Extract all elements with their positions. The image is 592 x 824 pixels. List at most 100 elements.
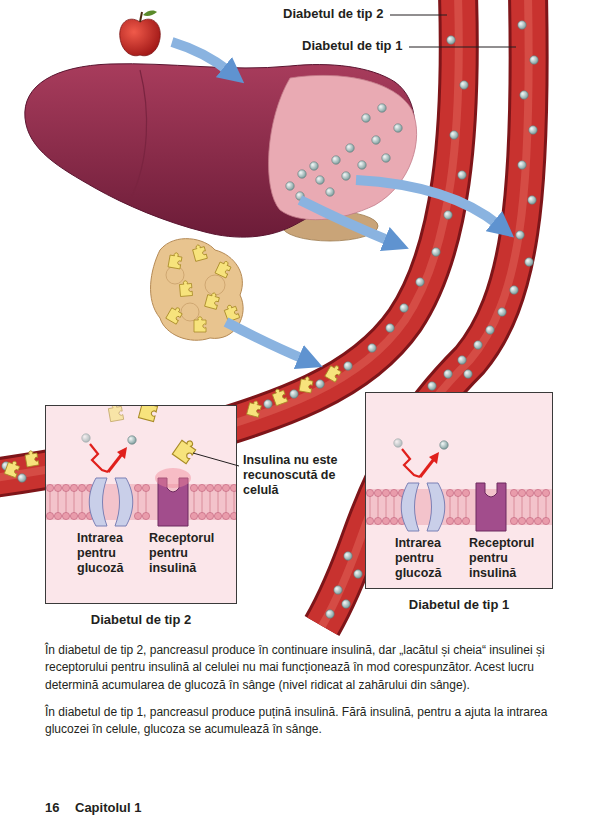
page-number: 16 bbox=[45, 800, 59, 816]
lipid-head bbox=[230, 512, 237, 519]
glucose-dot bbox=[394, 439, 402, 447]
lipid-head bbox=[198, 512, 205, 519]
blood-insulin bbox=[24, 450, 38, 467]
lipid-head bbox=[214, 512, 221, 519]
lipid-tail bbox=[82, 491, 83, 513]
liver-glucose bbox=[362, 114, 370, 122]
lipid-head bbox=[222, 484, 229, 491]
lipid-head bbox=[454, 489, 461, 496]
liver-glucose bbox=[358, 161, 366, 169]
blood-glucose bbox=[528, 196, 536, 204]
lipid-head bbox=[382, 489, 389, 496]
apple bbox=[120, 10, 161, 55]
blood-glucose bbox=[464, 370, 472, 378]
lipid-head bbox=[390, 489, 397, 496]
apple bbox=[120, 19, 161, 56]
lipid-head bbox=[526, 517, 533, 524]
lipid-head bbox=[54, 484, 61, 491]
blocked-path bbox=[429, 452, 439, 464]
insulin-piece bbox=[138, 406, 158, 422]
cell-membrane bbox=[366, 489, 553, 525]
lipid-head bbox=[366, 517, 373, 524]
blood-glucose bbox=[386, 324, 394, 332]
blood-glucose bbox=[518, 161, 526, 169]
lipid-head bbox=[198, 484, 205, 491]
liver-glucose bbox=[298, 170, 306, 178]
pancreas bbox=[215, 259, 232, 278]
lipid-head bbox=[542, 489, 549, 496]
inset-panel: Intrarea pentru glucozăReceptorul pentru… bbox=[365, 392, 553, 613]
liver-glucose bbox=[326, 188, 334, 196]
lipid-head bbox=[542, 517, 549, 524]
blood-glucose bbox=[486, 326, 494, 334]
lipid-head bbox=[446, 489, 453, 496]
leader-line bbox=[390, 15, 516, 47]
leader-line bbox=[390, 15, 447, 16]
glucose-channel bbox=[401, 483, 419, 531]
blood-glucose bbox=[344, 552, 352, 560]
blood-insulin bbox=[325, 363, 343, 382]
liver-glucose bbox=[342, 172, 350, 180]
lipid-tail bbox=[138, 491, 139, 513]
glucose-channel bbox=[115, 478, 133, 526]
blood-insulin bbox=[271, 387, 287, 405]
blood-glucose bbox=[498, 308, 506, 316]
part-label: Intrarea pentru glucoză bbox=[395, 536, 465, 580]
lipid-head bbox=[374, 489, 381, 496]
lipid-tail bbox=[66, 491, 67, 513]
pancreas bbox=[205, 292, 221, 310]
callout-label: Diabetul de tip 1 bbox=[302, 38, 402, 54]
lipid-tail bbox=[210, 491, 211, 513]
blood-glucose bbox=[447, 36, 455, 44]
lipid-head bbox=[462, 517, 469, 524]
binding-glow bbox=[155, 468, 191, 488]
blood-glucose bbox=[450, 131, 458, 139]
liver-glucose bbox=[332, 156, 340, 164]
lipid-tail bbox=[466, 496, 467, 518]
inset-background bbox=[365, 392, 553, 589]
lipid-head bbox=[462, 489, 469, 496]
blood-glucose bbox=[316, 380, 324, 388]
blood-glucose bbox=[518, 21, 526, 29]
lipid-head bbox=[518, 489, 525, 496]
insulin-piece bbox=[108, 406, 124, 422]
pancreas bbox=[168, 252, 182, 269]
pancreas bbox=[205, 275, 225, 295]
pancreas bbox=[223, 303, 239, 321]
pancreas bbox=[166, 305, 184, 324]
liver-glucose bbox=[372, 136, 380, 144]
lipid-tail bbox=[234, 491, 235, 513]
blood-glucose bbox=[460, 81, 468, 89]
lipid-tail bbox=[386, 496, 387, 518]
blood-glucose bbox=[458, 171, 466, 179]
blocked-path bbox=[420, 459, 434, 477]
lipid-head bbox=[70, 484, 77, 491]
lipid-head bbox=[134, 484, 141, 491]
lipid-head bbox=[374, 517, 381, 524]
lipid-head bbox=[190, 512, 197, 519]
pancreas bbox=[179, 280, 192, 296]
lipid-head bbox=[142, 484, 149, 491]
glucose-dot bbox=[82, 434, 90, 442]
flow-arrow bbox=[172, 42, 230, 72]
lipid-tail bbox=[450, 496, 451, 518]
blood-glucose bbox=[416, 278, 424, 286]
lipid-head bbox=[518, 517, 525, 524]
part-label: Receptorul pentru insulină bbox=[149, 531, 235, 575]
lipid-tail bbox=[202, 491, 203, 513]
lipid-tail bbox=[194, 491, 195, 513]
lipid-tail bbox=[370, 496, 371, 518]
glucose-dot bbox=[440, 441, 448, 449]
lipid-head bbox=[46, 512, 53, 519]
blood-glucose bbox=[444, 370, 452, 378]
lipid-head bbox=[222, 512, 229, 519]
lipid-head bbox=[134, 512, 141, 519]
flow-arrow bbox=[356, 180, 500, 226]
liver-glucose bbox=[382, 154, 390, 162]
apple bbox=[143, 10, 157, 16]
flow-arrow bbox=[172, 42, 500, 360]
panel-caption: Diabetul de tip 1 bbox=[365, 597, 553, 612]
blood-glucose bbox=[444, 211, 452, 219]
lipid-tail bbox=[458, 496, 459, 518]
